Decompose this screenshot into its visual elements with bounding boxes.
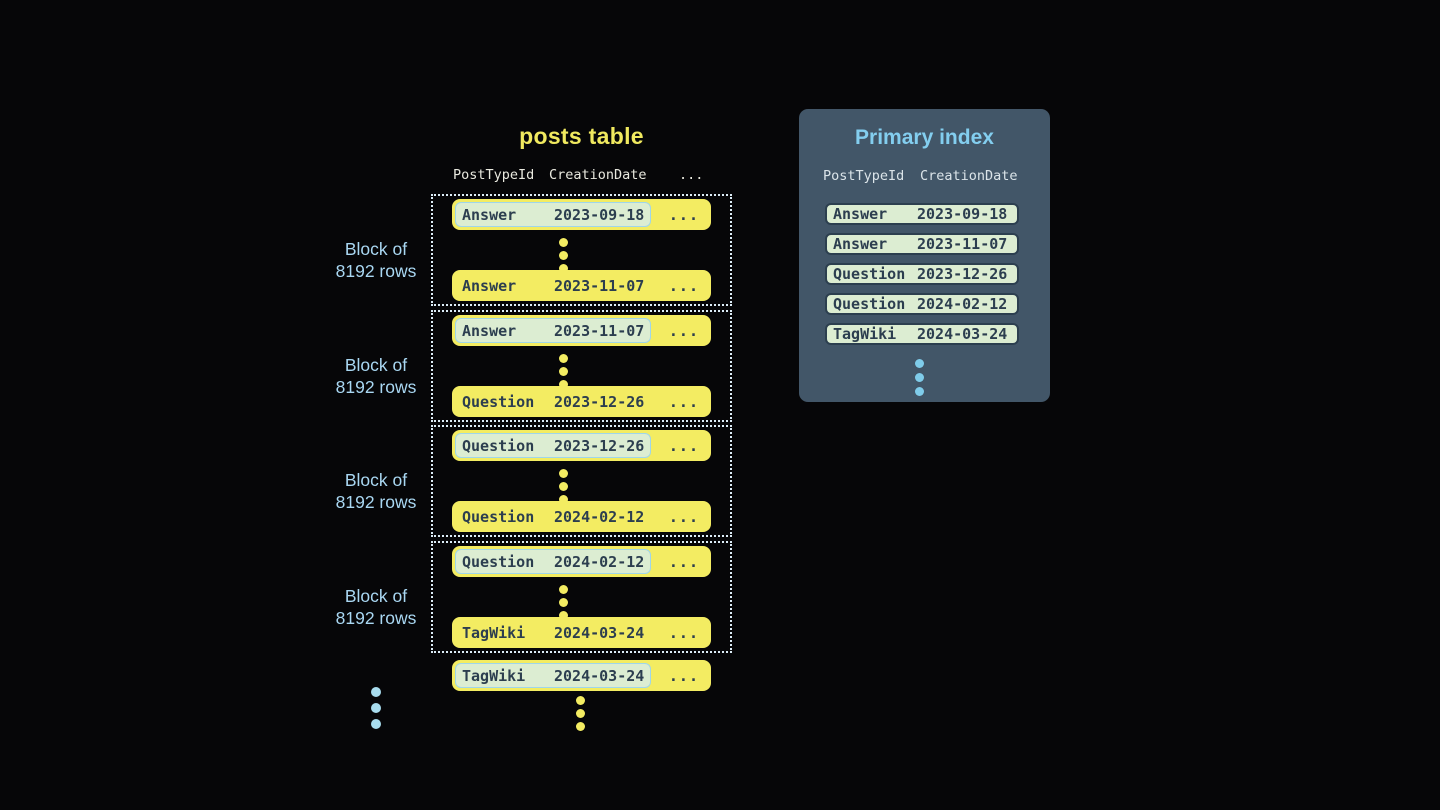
- cell-posttypeid: Answer: [833, 235, 888, 253]
- index-mark-highlight: TagWiki 2024-03-24: [455, 663, 652, 688]
- omitted-rows-ellipsis-icon: [559, 583, 568, 622]
- posts-table-title: posts table: [519, 123, 644, 149]
- omitted-rows-ellipsis-icon: [559, 467, 568, 506]
- block-4-label: Block of 8192 rows: [335, 586, 417, 628]
- more-rows-ellipsis-icon: [576, 694, 585, 733]
- more-blocks-ellipsis-icon: [371, 684, 381, 732]
- index-entry: Answer 2023-11-07: [825, 233, 1019, 255]
- cell-posttypeid: Answer: [833, 205, 888, 223]
- posts-header-more-columns-ellipsis: ...: [679, 167, 704, 183]
- table-row: Question 2023-12-26 ...: [452, 386, 711, 417]
- table-row: Question 2024-02-12 ...: [452, 501, 711, 532]
- more-index-entries-ellipsis-icon: [915, 356, 924, 398]
- block-2-label: Block of 8192 rows: [335, 355, 417, 397]
- cell-creationdate: 2023-09-18: [917, 205, 1008, 223]
- primary-index-title: Primary index: [855, 126, 994, 149]
- cell-creationdate: 2023-12-26: [554, 392, 645, 411]
- index-entry: TagWiki 2024-03-24: [825, 323, 1019, 345]
- more-columns-ellipsis: ...: [668, 392, 699, 411]
- row-cells: Question 2024-02-12: [455, 504, 651, 529]
- cell-creationdate: 2024-02-12: [554, 507, 645, 526]
- cell-posttypeid: Question: [462, 392, 535, 411]
- block-2-of-8192-rows: Answer 2023-11-07 ... Question 2023-12-2…: [431, 310, 732, 422]
- cell-posttypeid: Question: [462, 507, 535, 526]
- more-columns-ellipsis: ...: [668, 623, 699, 642]
- block-3-of-8192-rows: Question 2023-12-26 ... Question 2024-02…: [431, 425, 732, 537]
- more-columns-ellipsis: ...: [668, 436, 699, 455]
- cell-creationdate: 2024-03-24: [554, 623, 645, 642]
- block-1-label: Block of 8192 rows: [335, 239, 417, 281]
- cell-creationdate: 2024-02-12: [554, 552, 645, 571]
- cell-posttypeid: Question: [833, 265, 906, 283]
- cell-posttypeid: Question: [833, 295, 906, 313]
- index-mark-highlight: Answer 2023-11-07: [455, 318, 652, 343]
- more-columns-ellipsis: ...: [668, 507, 699, 526]
- cell-posttypeid: Question: [462, 436, 535, 455]
- more-columns-ellipsis: ...: [668, 276, 699, 295]
- index-mark-highlight: Question 2023-12-26: [455, 433, 652, 458]
- cell-creationdate: 2024-03-24: [554, 666, 645, 685]
- cell-creationdate: 2023-12-26: [554, 436, 645, 455]
- table-row: Answer 2023-11-07 ...: [452, 270, 711, 301]
- block-4-of-8192-rows: Question 2024-02-12 ... TagWiki 2024-03-…: [431, 541, 732, 653]
- index-entry: Answer 2023-09-18: [825, 203, 1019, 225]
- index-mark-highlight: Question 2024-02-12: [455, 549, 652, 574]
- cell-creationdate: 2023-11-07: [554, 321, 645, 340]
- index-mark-highlight: Answer 2023-09-18: [455, 202, 652, 227]
- index-entry: Question 2023-12-26: [825, 263, 1019, 285]
- block-3-label: Block of 8192 rows: [335, 470, 417, 512]
- row-cells: Question 2023-12-26: [455, 389, 651, 414]
- cell-creationdate: 2024-03-24: [917, 325, 1008, 343]
- cell-posttypeid: TagWiki: [462, 623, 526, 642]
- index-entry: Question 2024-02-12: [825, 293, 1019, 315]
- cell-posttypeid: Answer: [462, 276, 517, 295]
- table-row: Answer 2023-11-07 ...: [452, 315, 711, 346]
- more-columns-ellipsis: ...: [668, 321, 699, 340]
- omitted-rows-ellipsis-icon: [559, 236, 568, 275]
- more-columns-ellipsis: ...: [668, 552, 699, 571]
- table-row: Question 2023-12-26 ...: [452, 430, 711, 461]
- table-row: Question 2024-02-12 ...: [452, 546, 711, 577]
- posts-header-creationdate: CreationDate: [549, 167, 647, 183]
- cell-creationdate: 2023-12-26: [917, 265, 1008, 283]
- cell-creationdate: 2024-02-12: [917, 295, 1008, 313]
- omitted-rows-ellipsis-icon: [559, 352, 568, 391]
- block-1-of-8192-rows: Answer 2023-09-18 ... Answer 2023-11-07 …: [431, 194, 732, 306]
- cell-creationdate: 2023-09-18: [554, 205, 645, 224]
- index-header-creationdate: CreationDate: [920, 168, 1018, 184]
- table-row-next-block-start: TagWiki 2024-03-24 ...: [452, 660, 711, 691]
- cell-posttypeid: Question: [462, 552, 535, 571]
- cell-posttypeid: Answer: [462, 321, 517, 340]
- primary-index-panel: Primary index PostTypeId CreationDate An…: [799, 109, 1050, 402]
- index-header-posttypeid: PostTypeId: [823, 168, 905, 184]
- posts-header-posttypeid: PostTypeId: [453, 167, 535, 183]
- more-columns-ellipsis: ...: [668, 666, 699, 685]
- cell-creationdate: 2023-11-07: [554, 276, 645, 295]
- cell-creationdate: 2023-11-07: [917, 235, 1008, 253]
- more-columns-ellipsis: ...: [668, 205, 699, 224]
- cell-posttypeid: TagWiki: [462, 666, 526, 685]
- table-row: TagWiki 2024-03-24 ...: [452, 617, 711, 648]
- cell-posttypeid: Answer: [462, 205, 517, 224]
- cell-posttypeid: TagWiki: [833, 325, 897, 343]
- table-row: Answer 2023-09-18 ...: [452, 199, 711, 230]
- row-cells: TagWiki 2024-03-24: [455, 620, 651, 645]
- row-cells: Answer 2023-11-07: [455, 273, 651, 298]
